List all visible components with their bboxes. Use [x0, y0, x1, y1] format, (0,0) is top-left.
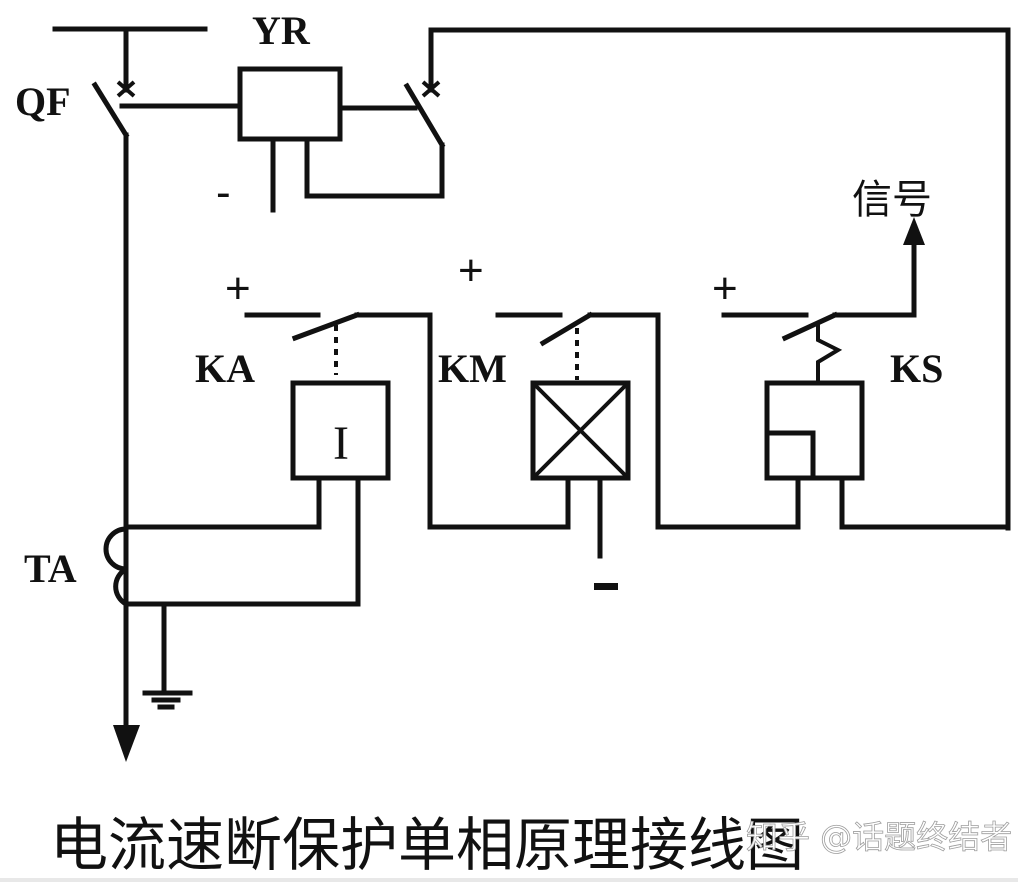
- yr-return-wire: [304, 136, 445, 199]
- ka-coil-lead-b: [123, 475, 361, 607]
- signal-output-wire: [832, 237, 917, 318]
- label-qf: QF: [15, 79, 71, 124]
- diagram-caption: 电流速断保护单相原理接线图: [50, 811, 804, 879]
- feeder-arrow-icon: [113, 725, 140, 762]
- km-to-ks-wire: [587, 312, 801, 530]
- label-km: KM: [438, 346, 507, 391]
- km-positive-sign: +: [458, 246, 484, 295]
- ks-contact-blade: [781, 311, 839, 342]
- ka-coil-lead-a: [123, 475, 322, 530]
- ks-indicator-box: [764, 430, 816, 481]
- ta-current-transformer: [103, 526, 193, 710]
- bottom-border: [0, 878, 1018, 882]
- yr-trip-coil: [119, 27, 1011, 531]
- ka-coil-symbol: I: [333, 417, 349, 470]
- label-signal: 信号: [852, 177, 932, 223]
- ka-to-km-wire: [354, 312, 571, 530]
- label-ta: TA: [24, 546, 77, 591]
- yr-negative-sign: -: [216, 168, 231, 217]
- yr-coil-box: [237, 66, 343, 142]
- ka-positive-sign: +: [225, 264, 251, 313]
- signal-arrow-icon: [903, 217, 925, 245]
- qf-latch-x-mark: [116, 80, 136, 98]
- km-coil-cross: [531, 381, 630, 480]
- ks-to-trip-wire: [839, 475, 1011, 530]
- ka-current-relay: [123, 311, 571, 607]
- ks-positive-sign: +: [712, 264, 738, 313]
- trip-feedback-wire: [428, 27, 1011, 531]
- label-yr: YR: [252, 8, 311, 53]
- km-intermediate-relay: [495, 311, 801, 559]
- label-ka: KA: [195, 346, 255, 391]
- ks-flag-latch: [816, 322, 843, 383]
- km-coil-box: [530, 380, 631, 481]
- ks-signal-relay: [721, 217, 1011, 530]
- ta-winding: [103, 526, 136, 608]
- ka-coil-box: [290, 380, 391, 481]
- label-ks: KS: [890, 346, 943, 391]
- km-negative-sign: [594, 583, 618, 590]
- ka-contact-blade: [291, 311, 361, 342]
- km-contact-blade: [539, 311, 594, 347]
- watermark: 知乎 @话题终结者: [746, 818, 1012, 856]
- qf-switch-blade: [91, 81, 130, 139]
- qf-circuit-breaker: [52, 26, 208, 762]
- qf-aux-contact-blade: [403, 82, 446, 149]
